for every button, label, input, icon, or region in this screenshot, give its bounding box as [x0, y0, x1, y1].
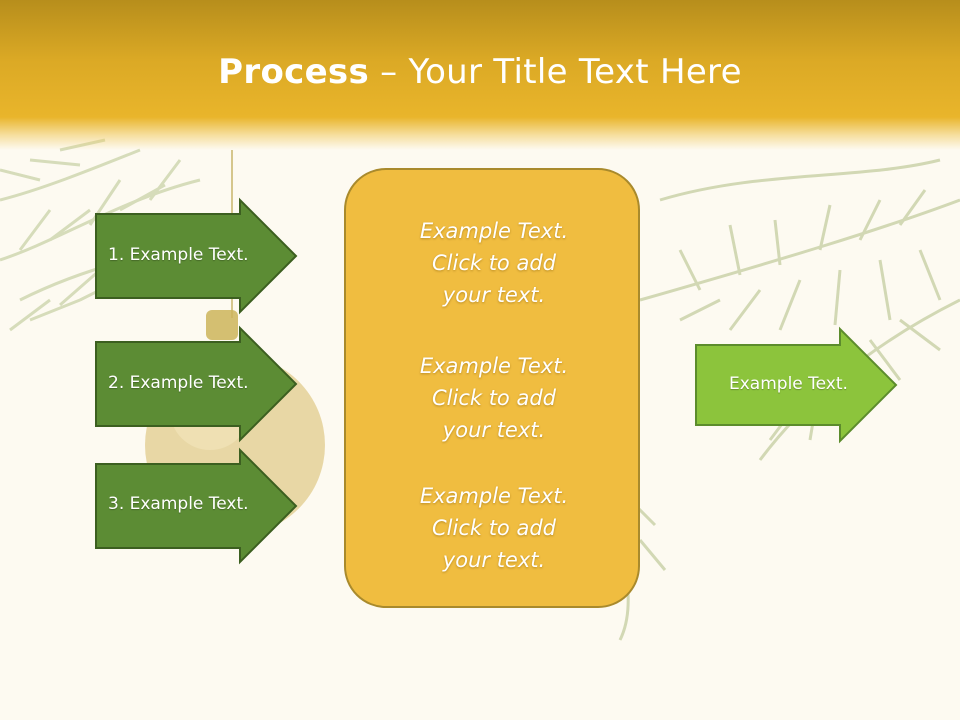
result-arrow-shape[interactable] — [695, 326, 898, 444]
title-rest: – Your Title Text Here — [369, 52, 742, 92]
step-arrow-3-label: 3. Example Text. — [108, 494, 249, 514]
slide-title: Process – Your Title Text Here — [0, 52, 960, 92]
center-text-block-2[interactable]: Example Text. Click to add your text. — [346, 350, 642, 446]
step-arrow-3-shape[interactable] — [95, 447, 298, 565]
center-text-box[interactable]: Example Text. Click to add your text. Ex… — [344, 168, 640, 608]
step-arrow-2-shape[interactable] — [95, 325, 298, 443]
center-text-line: Example Text. — [419, 219, 569, 243]
step-arrow-1-label: 1. Example Text. — [108, 245, 249, 265]
center-text-line: Example Text. — [419, 484, 569, 508]
pine-needles-left — [0, 138, 241, 332]
center-text-line: your text. — [442, 418, 546, 442]
center-text-line: Click to add — [431, 386, 556, 410]
center-text-block-1[interactable]: Example Text. Click to add your text. — [346, 215, 642, 311]
center-text-line: your text. — [442, 283, 546, 307]
step-arrow-1-shape[interactable] — [95, 197, 298, 315]
center-text-line: your text. — [442, 548, 546, 572]
center-text-line: Click to add — [431, 516, 556, 540]
result-arrow-label: Example Text. — [729, 374, 848, 394]
center-text-block-3[interactable]: Example Text. Click to add your text. — [346, 480, 642, 576]
title-bold: Process — [218, 52, 370, 92]
center-text-line: Example Text. — [419, 354, 569, 378]
center-text-line: Click to add — [431, 251, 556, 275]
title-bar — [0, 0, 960, 150]
step-arrow-2-label: 2. Example Text. — [108, 373, 249, 393]
